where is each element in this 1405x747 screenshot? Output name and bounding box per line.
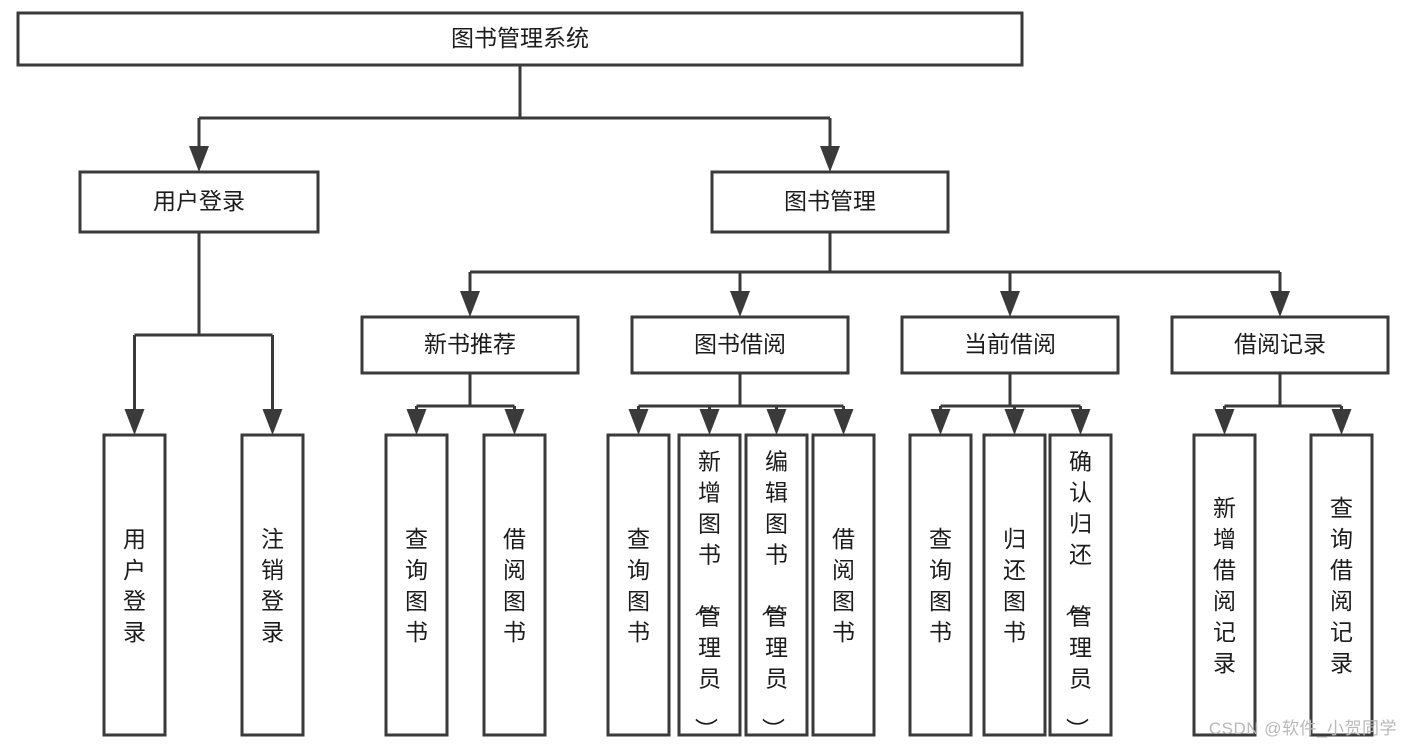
- node-root[interactable]: 图书管理系统: [16, 11, 1024, 67]
- node-user-login[interactable]: 用户登录: [78, 170, 320, 234]
- node-layer: 图书管理系统用户登录图书管理新书推荐图书借阅当前借阅借阅记录用户登录注销登录查询…: [16, 11, 1390, 741]
- edge-layer: [124, 65, 1352, 435]
- node-leaf-borrow-lend-book[interactable]: 借阅图书: [811, 433, 876, 737]
- node-box-book-manage[interactable]: [710, 170, 950, 234]
- node-leaf-user-login[interactable]: 用户登录: [102, 433, 167, 737]
- node-leaf-borrow-add-book[interactable]: 新增图书（管理员）: [677, 433, 742, 741]
- node-label-root: 图书管理系统: [451, 25, 589, 51]
- node-label-leaf-user-logout: 注销登录: [261, 526, 284, 645]
- node-label-leaf-borrow-query-book: 查询图书: [627, 526, 650, 645]
- node-label-leaf-cur-return-book: 归还图书: [1003, 526, 1026, 645]
- node-box-leaf-borrow-lend-book[interactable]: [811, 433, 876, 737]
- node-box-leaf-borrow-add-book[interactable]: [677, 433, 742, 737]
- node-label-borrow-record: 借阅记录: [1234, 331, 1326, 357]
- node-box-leaf-rec-add-record[interactable]: [1192, 433, 1257, 737]
- node-leaf-borrow-query-book[interactable]: 查询图书: [606, 433, 671, 737]
- node-label-leaf-rec-add-record: 新增借阅记录: [1213, 495, 1236, 676]
- node-box-leaf-cur-query-book[interactable]: [908, 433, 973, 737]
- node-box-book-borrow[interactable]: [630, 315, 850, 375]
- node-label-book-manage: 图书管理: [784, 188, 876, 214]
- connector-group: [189, 65, 840, 172]
- connector-group: [460, 232, 1290, 317]
- node-book-manage[interactable]: 图书管理: [710, 170, 950, 234]
- node-label-leaf-user-login: 用户登录: [123, 526, 146, 645]
- connector-group: [628, 373, 854, 435]
- node-current-borrow[interactable]: 当前借阅: [900, 315, 1120, 375]
- node-box-leaf-user-logout[interactable]: [240, 433, 305, 737]
- node-leaf-cur-query-book[interactable]: 查询图书: [908, 433, 973, 737]
- connector-group: [124, 232, 283, 435]
- node-label-leaf-rec-borrow-book: 借阅图书: [503, 526, 526, 645]
- node-label-book-borrow: 图书借阅: [694, 331, 786, 357]
- node-box-leaf-cur-confirm-return[interactable]: [1048, 433, 1113, 737]
- node-leaf-rec-borrow-book[interactable]: 借阅图书: [482, 433, 547, 737]
- connector-group: [406, 373, 525, 435]
- node-leaf-borrow-edit-book[interactable]: 编辑图书（管理员）: [744, 433, 809, 741]
- node-leaf-cur-return-book[interactable]: 归还图书: [982, 433, 1047, 737]
- node-box-current-borrow[interactable]: [900, 315, 1120, 375]
- node-label-current-borrow: 当前借阅: [964, 331, 1056, 357]
- node-box-new-book-rec[interactable]: [360, 315, 580, 375]
- node-box-leaf-rec-query-record[interactable]: [1309, 433, 1374, 737]
- node-label-user-login: 用户登录: [153, 188, 245, 214]
- node-box-user-login[interactable]: [78, 170, 320, 234]
- node-leaf-rec-query-book[interactable]: 查询图书: [384, 433, 449, 737]
- node-borrow-record[interactable]: 借阅记录: [1170, 315, 1390, 375]
- node-leaf-cur-confirm-return[interactable]: 确认归还（管理员）: [1048, 433, 1113, 741]
- node-label-leaf-rec-query-record: 查询借阅记录: [1330, 495, 1353, 676]
- node-label-leaf-cur-query-book: 查询图书: [929, 526, 952, 645]
- node-box-leaf-rec-borrow-book[interactable]: [482, 433, 547, 737]
- connector-group: [1214, 373, 1352, 435]
- node-label-leaf-borrow-edit-book: 编辑图书（管理员）: [760, 449, 788, 741]
- node-box-leaf-cur-return-book[interactable]: [982, 433, 1047, 737]
- node-label-new-book-rec: 新书推荐: [424, 331, 516, 357]
- node-box-borrow-record[interactable]: [1170, 315, 1390, 375]
- node-box-root[interactable]: [16, 11, 1024, 67]
- node-box-leaf-rec-query-book[interactable]: [384, 433, 449, 737]
- csdn-watermark: CSDN @软件_小贺同学: [1208, 719, 1397, 738]
- node-label-leaf-rec-query-book: 查询图书: [405, 526, 428, 645]
- connector-group: [930, 373, 1091, 435]
- node-label-leaf-borrow-add-book: 新增图书（管理员）: [693, 449, 721, 741]
- node-box-leaf-borrow-query-book[interactable]: [606, 433, 671, 737]
- node-leaf-user-logout[interactable]: 注销登录: [240, 433, 305, 737]
- node-box-leaf-borrow-edit-book[interactable]: [744, 433, 809, 737]
- node-book-borrow[interactable]: 图书借阅: [630, 315, 850, 375]
- node-box-leaf-user-login[interactable]: [102, 433, 167, 737]
- node-leaf-rec-query-record[interactable]: 查询借阅记录: [1309, 433, 1374, 737]
- node-label-leaf-borrow-lend-book: 借阅图书: [832, 526, 855, 645]
- node-leaf-rec-add-record[interactable]: 新增借阅记录: [1192, 433, 1257, 737]
- node-new-book-rec[interactable]: 新书推荐: [360, 315, 580, 375]
- node-label-leaf-cur-confirm-return: 确认归还（管理员）: [1064, 449, 1092, 741]
